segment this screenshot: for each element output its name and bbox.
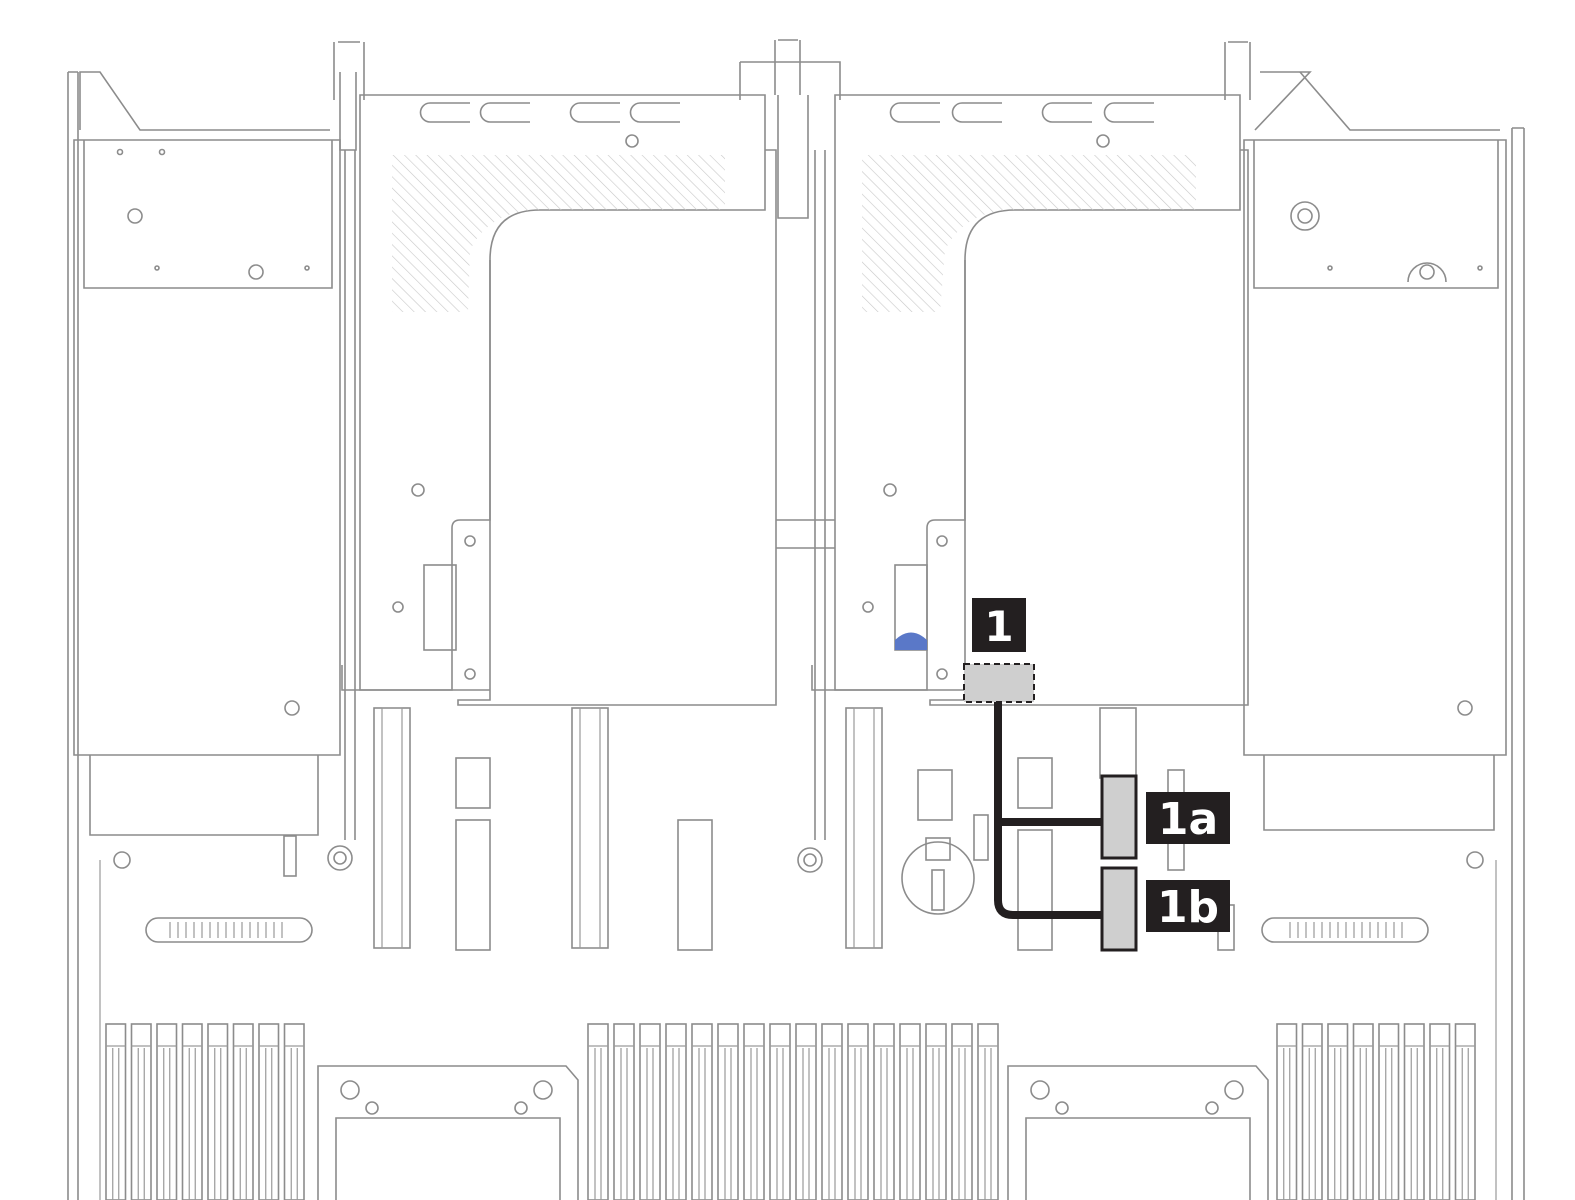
dimm-slot-latch	[822, 1045, 842, 1200]
dimm-slot	[951, 1023, 973, 1200]
dimm-slots	[105, 1023, 1476, 1200]
dimm-slot-latch	[1430, 1045, 1450, 1200]
cmos-battery	[901, 837, 975, 915]
dimm-slot-latch	[106, 1045, 126, 1200]
dimm-slot-latch	[718, 1045, 738, 1200]
dimm-slot-latch	[692, 1045, 712, 1200]
dimm-slot-latch	[1277, 1045, 1297, 1200]
dimm-slot	[130, 1023, 152, 1200]
callout-1-label: 1	[984, 602, 1013, 651]
left-riser-cage	[327, 41, 777, 871]
dimm-slot-latch	[1379, 1045, 1399, 1200]
dimm-slot-latch	[1353, 1045, 1373, 1200]
dimm-slot	[613, 1023, 635, 1200]
chassis	[67, 71, 1525, 1200]
dimm-slot	[232, 1023, 254, 1200]
dimm-slot-latch	[1302, 1045, 1322, 1200]
dimm-slot	[769, 1023, 791, 1200]
dimm-slot-latch	[157, 1045, 177, 1200]
dimm-slot	[1429, 1023, 1451, 1200]
dimm-slot	[1301, 1023, 1323, 1200]
dimm-slot	[639, 1023, 661, 1200]
callout-1a: 1a	[1146, 792, 1230, 845]
dimm-slot-latch	[952, 1045, 972, 1200]
dimm-slot	[1327, 1023, 1349, 1200]
connector-1a	[1100, 774, 1138, 860]
dimm-slot-latch	[874, 1045, 894, 1200]
dimm-slot	[105, 1023, 127, 1200]
cable	[994, 702, 1104, 919]
dimm-slot	[743, 1023, 765, 1200]
dimm-slot	[258, 1023, 280, 1200]
dimm-slot-latch	[131, 1045, 151, 1200]
dimm-slot	[283, 1023, 305, 1200]
dimm-slot-latch	[640, 1045, 660, 1200]
dimm-slot	[1378, 1023, 1400, 1200]
dimm-slot	[925, 1023, 947, 1200]
right-bay	[1243, 71, 1507, 831]
dimm-slot-latch	[1404, 1045, 1424, 1200]
dimm-slot-latch	[208, 1045, 228, 1200]
callout-1b-label: 1b	[1157, 882, 1219, 933]
callout-1a-label: 1a	[1158, 794, 1218, 845]
cable-route	[963, 663, 1138, 952]
dimm-slot-latch	[900, 1045, 920, 1200]
grilles	[113, 851, 1484, 943]
dimm-slot	[899, 1023, 921, 1200]
processor-sockets	[317, 1065, 1269, 1200]
dimm-slot-latch	[796, 1045, 816, 1200]
dimm-slot	[207, 1023, 229, 1200]
dimm-slot-latch	[1455, 1045, 1475, 1200]
dimm-slot	[717, 1023, 739, 1200]
connector-1b	[1100, 866, 1138, 952]
dimm-slot	[847, 1023, 869, 1200]
dimm-slot-latch	[926, 1045, 946, 1200]
dimm-slot-latch	[284, 1045, 304, 1200]
callout-1: 1	[972, 598, 1026, 652]
right-riser-cage	[797, 41, 1251, 873]
dimm-slot-latch	[978, 1045, 998, 1200]
dimm-slot	[181, 1023, 203, 1200]
dimm-slot-latch	[588, 1045, 608, 1200]
dimm-slot	[1454, 1023, 1476, 1200]
dimm-slot-latch	[848, 1045, 868, 1200]
source-connector	[963, 663, 1035, 703]
dimm-slot	[1276, 1023, 1298, 1200]
dimm-slot	[156, 1023, 178, 1200]
dimm-slot	[795, 1023, 817, 1200]
left-bay	[73, 71, 341, 877]
dimm-slot	[1403, 1023, 1425, 1200]
dimm-slot	[665, 1023, 687, 1200]
dimm-slot-latch	[666, 1045, 686, 1200]
dimm-slot-latch	[1328, 1045, 1348, 1200]
dimm-slot-latch	[744, 1045, 764, 1200]
dimm-slot-latch	[770, 1045, 790, 1200]
center-latch	[739, 39, 841, 549]
dimm-slot-latch	[182, 1045, 202, 1200]
dimm-slot-latch	[614, 1045, 634, 1200]
dimm-slot	[587, 1023, 609, 1200]
dimm-slot	[1352, 1023, 1374, 1200]
dimm-slot	[691, 1023, 713, 1200]
dimm-slot-latch	[259, 1045, 279, 1200]
callout-1b: 1b	[1146, 880, 1230, 933]
dimm-slot	[977, 1023, 999, 1200]
dimm-slot	[821, 1023, 843, 1200]
dimm-slot	[873, 1023, 895, 1200]
dimm-slot-latch	[233, 1045, 253, 1200]
